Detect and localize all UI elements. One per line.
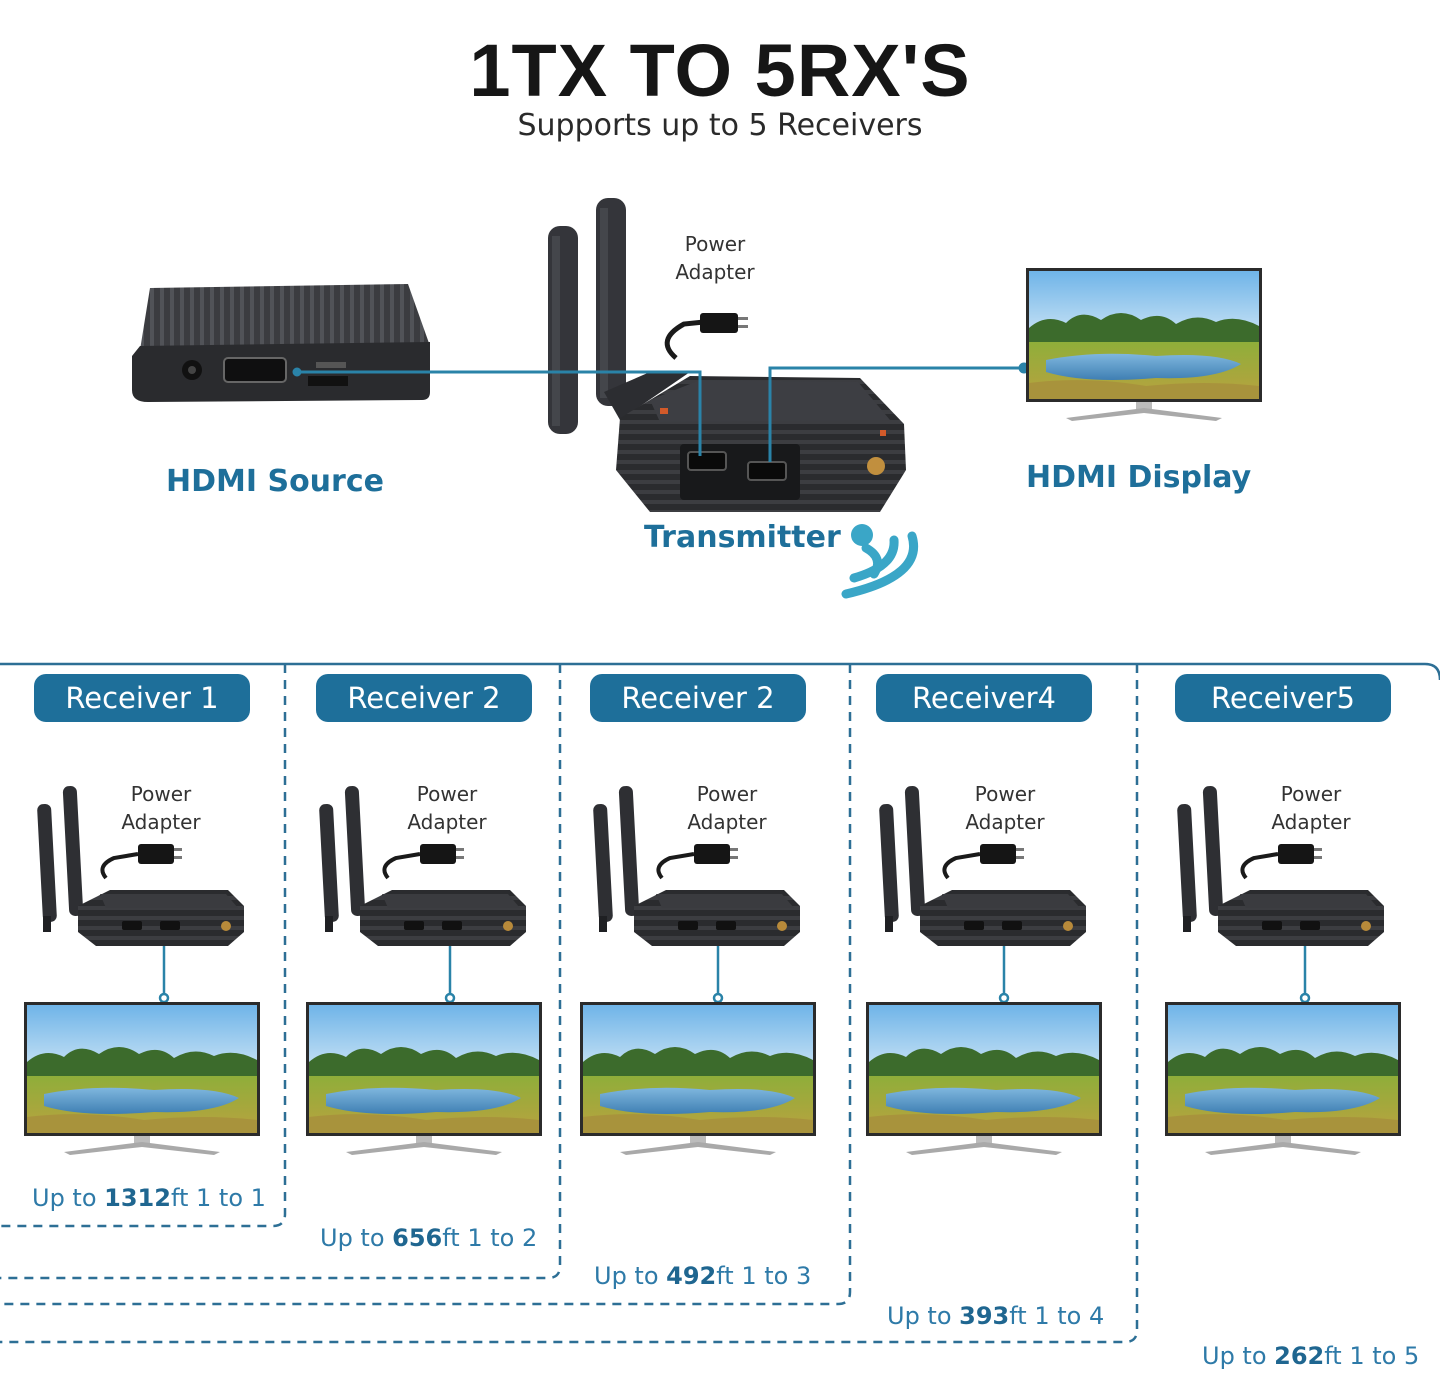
- power-label-line2: Adapter: [1271, 810, 1351, 834]
- power-label-line1: Power: [696, 782, 758, 806]
- range-prefix: Up to: [32, 1184, 105, 1212]
- receiver-5-title: Receiver5: [1175, 674, 1391, 722]
- power-label-line1: Power: [1280, 782, 1342, 806]
- hdmi-source-device: [132, 284, 430, 402]
- receiver-1-title: Receiver 1: [34, 674, 250, 722]
- power-label-line1: Power: [130, 782, 192, 806]
- range-distance: 262: [1274, 1342, 1325, 1370]
- hdmi-source-label: HDMI Source: [166, 464, 384, 499]
- range-prefix: Up to: [887, 1302, 960, 1330]
- receiver-3-power-label: Power Adapter: [682, 780, 772, 836]
- receiver-3-tv: [580, 1002, 816, 1155]
- power-label-line2: Adapter: [407, 810, 487, 834]
- receiver-2-title: Receiver 2: [316, 674, 532, 722]
- range-suffix: ft 1 to 3: [716, 1262, 812, 1290]
- transmitter-label: Transmitter: [644, 520, 841, 555]
- range-prefix: Up to: [1202, 1342, 1275, 1370]
- receiver-1-tv: [24, 1002, 260, 1155]
- receiver-1-power-label: Power Adapter: [116, 780, 206, 836]
- transmitter-power-adapter-label: Power Adapter: [660, 230, 770, 286]
- receiver-4-power-label: Power Adapter: [960, 780, 1050, 836]
- range-distance: 656: [392, 1224, 443, 1252]
- page-subtitle: Supports up to 5 Receivers: [517, 108, 923, 143]
- range-distance: 393: [959, 1302, 1010, 1330]
- receiver-2-tv: [306, 1002, 542, 1155]
- receiver-hdmi-lines: [158, 946, 1311, 1004]
- range-prefix: Up to: [594, 1262, 667, 1290]
- range-suffix: ft 1 to 2: [442, 1224, 538, 1252]
- transmitter-device: [548, 198, 906, 512]
- page-title: 1TX TO 5RX'S: [469, 29, 971, 112]
- power-label-line2: Adapter: [965, 810, 1045, 834]
- power-label-line1: Power: [684, 232, 746, 256]
- range-suffix: ft 1 to 4: [1009, 1302, 1105, 1330]
- receiver-2-range: Up to 656ft 1 to 2: [320, 1224, 537, 1252]
- receiver-2-power-label: Power Adapter: [402, 780, 492, 836]
- range-prefix: Up to: [320, 1224, 393, 1252]
- receiver-5-range: Up to 262ft 1 to 5: [1202, 1342, 1419, 1370]
- receiver-4-title: Receiver4: [876, 674, 1092, 722]
- power-label-line2: Adapter: [121, 810, 201, 834]
- hdmi-display-label: HDMI Display: [1026, 460, 1252, 495]
- hdmi-display-tv: [1026, 268, 1262, 421]
- receiver-4-range: Up to 393ft 1 to 4: [887, 1302, 1104, 1330]
- power-label-line1: Power: [974, 782, 1036, 806]
- receiver-3-title: Receiver 2: [590, 674, 806, 722]
- range-distance: 492: [666, 1262, 717, 1290]
- range-distance: 1312: [104, 1184, 171, 1212]
- receiver-5-tv: [1165, 1002, 1401, 1155]
- receiver-3-range: Up to 492ft 1 to 3: [594, 1262, 811, 1290]
- receiver-5-power-label: Power Adapter: [1266, 780, 1356, 836]
- power-label-line1: Power: [416, 782, 478, 806]
- power-label-line2: Adapter: [675, 260, 755, 284]
- power-label-line2: Adapter: [687, 810, 767, 834]
- receiver-range-frames: [0, 664, 1139, 1344]
- wifi-signal-icon: [841, 524, 918, 599]
- receiver-4-tv: [866, 1002, 1102, 1155]
- range-suffix: ft 1 to 5: [1324, 1342, 1420, 1370]
- range-suffix: ft 1 to 1: [170, 1184, 266, 1212]
- receiver-1-range: Up to 1312ft 1 to 1: [32, 1184, 266, 1212]
